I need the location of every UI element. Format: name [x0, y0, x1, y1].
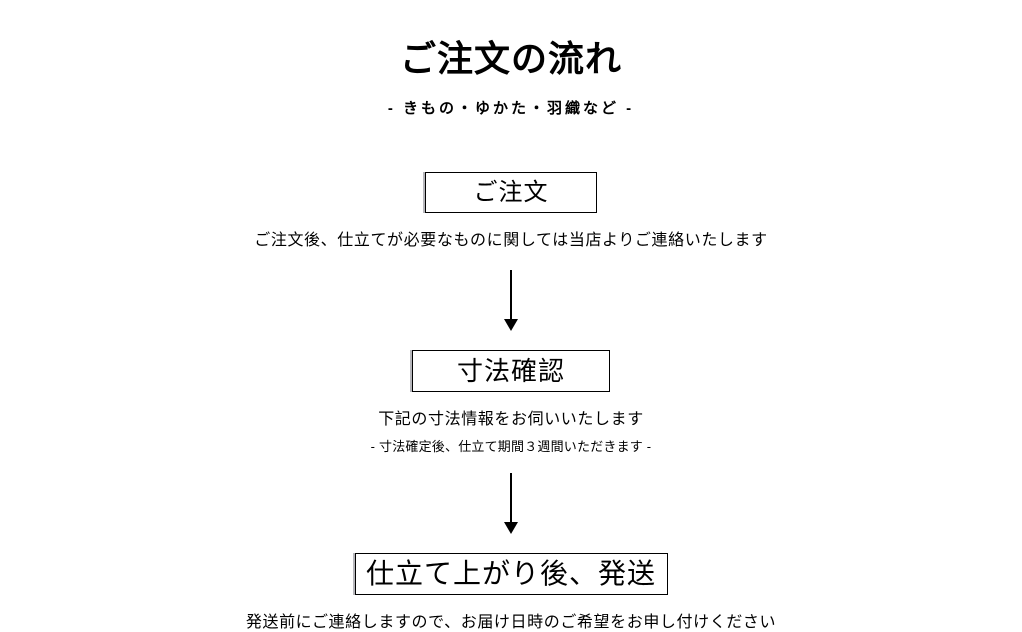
arrow-down-icon [504, 270, 518, 331]
step-box-shipping: 仕立て上がり後、発送 [354, 553, 668, 595]
flow-step-order: ご注文 ご注文後、仕立てが必要なものに関しては当店よりご連絡いたします [0, 172, 1022, 250]
order-flow-diagram: ご注文 ご注文後、仕立てが必要なものに関しては当店よりご連絡いたします 寸法確認… [0, 172, 1022, 632]
page-subtitle: - きもの・ゆかた・羽織など - [387, 100, 635, 117]
step-note-measurement: - 寸法確定後、仕立て期間３週間いただきます - [370, 439, 652, 454]
step-description-order: ご注文後、仕立てが必要なものに関しては当店よりご連絡いたします [254, 232, 768, 249]
flow-step-measurement: 寸法確認 下記の寸法情報をお伺いいたします - 寸法確定後、仕立て期間３週間いた… [0, 350, 1022, 455]
step-box-order: ご注文 [425, 172, 597, 213]
page-header: ご注文の流れ - きもの・ゆかた・羽織など - [0, 0, 1022, 118]
step-box-measurement: 寸法確認 [412, 350, 610, 392]
flow-step-shipping: 仕立て上がり後、発送 発送前にご連絡しますので、お届け日時のご希望をお申し付けく… [0, 553, 1022, 632]
arrow-down-icon [504, 473, 518, 534]
step-description-measurement: 下記の寸法情報をお伺いいたします [378, 411, 644, 428]
step-description-shipping: 発送前にご連絡しますので、お届け日時のご希望をお申し付けください [245, 614, 777, 631]
page-title: ご注文の流れ [399, 38, 622, 79]
